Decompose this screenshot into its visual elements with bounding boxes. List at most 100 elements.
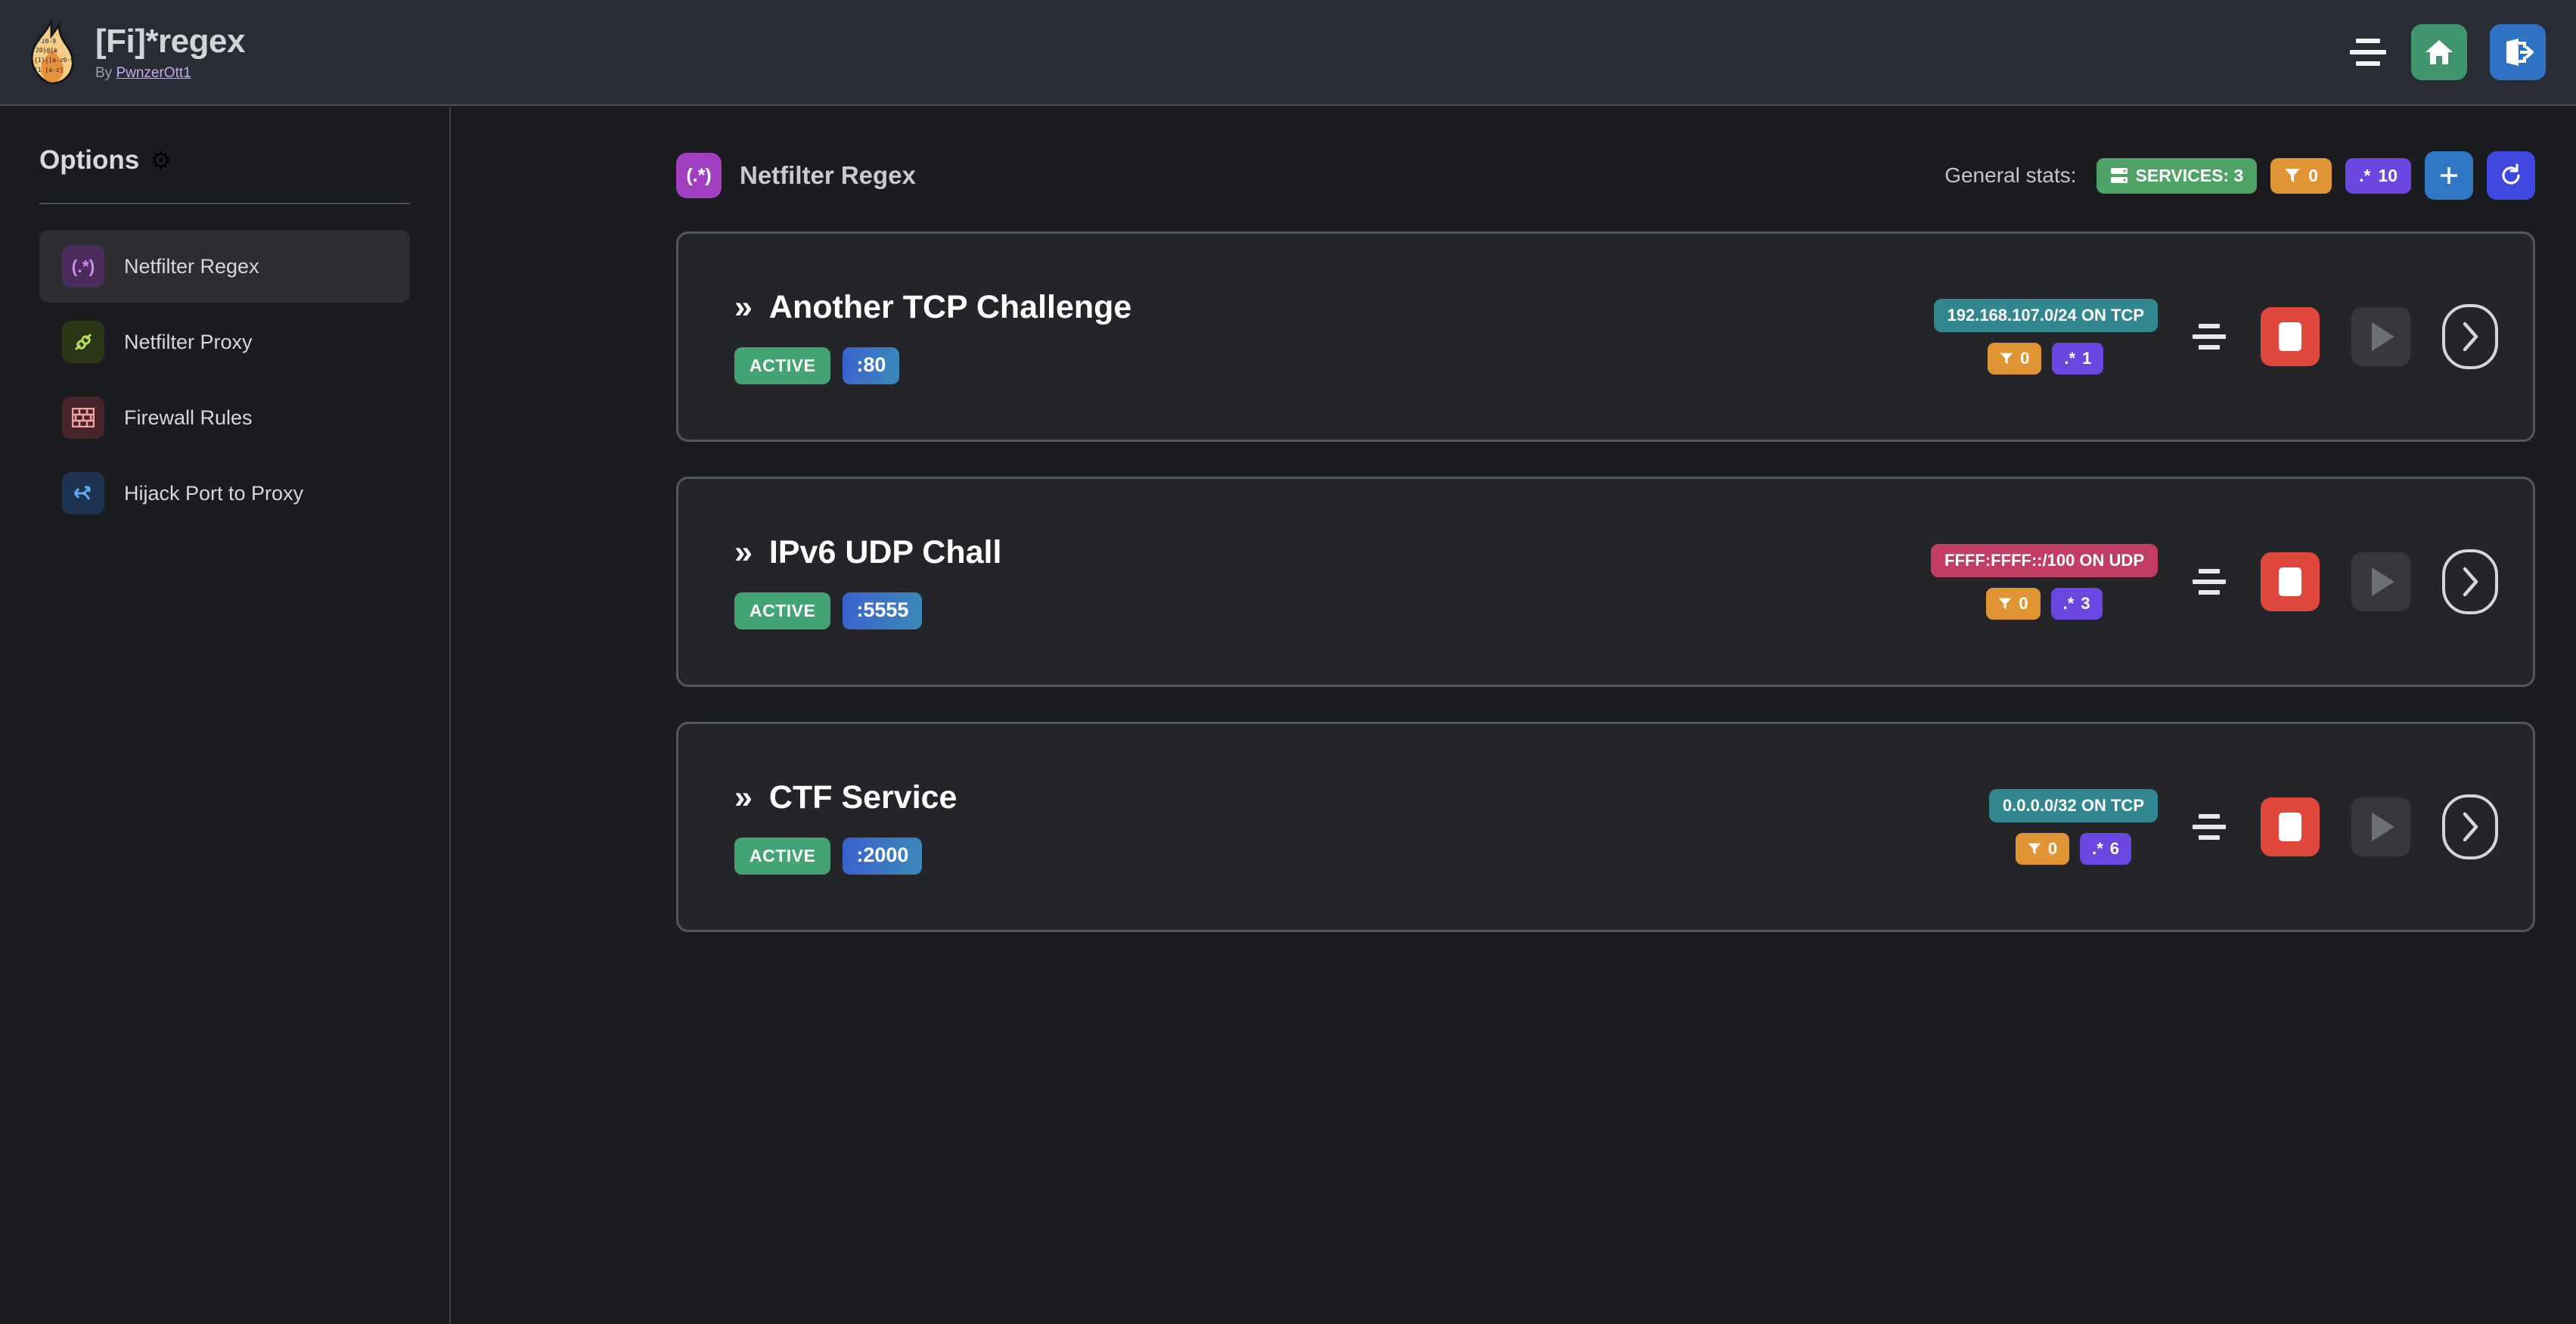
service-title-row: » Another TCP Challenge xyxy=(734,289,1131,326)
svg-text:{1 [a-z]: {1 [a-z] xyxy=(34,67,64,73)
address-badge: FFFF:FFFF::/100 ON UDP xyxy=(1931,544,2158,577)
home-icon xyxy=(2425,40,2453,64)
regex-count: 3 xyxy=(2081,594,2090,613)
regex-count-icon: .* xyxy=(2064,349,2076,368)
fork-arrow-icon xyxy=(62,472,104,514)
general-stats: General stats: SERVICES: 3 0 .* 10 xyxy=(1944,151,2535,200)
sidebar-header: Options ⚙ xyxy=(39,107,410,176)
svg-text:20}@[a: 20}@[a xyxy=(36,47,57,54)
regex-badge: .* 6 xyxy=(2080,833,2132,865)
drag-line-2 xyxy=(2193,334,2226,339)
start-button[interactable] xyxy=(2351,307,2410,366)
drag-handle-icon[interactable] xyxy=(2190,317,2229,356)
header-actions xyxy=(2348,24,2576,80)
sidebar-divider xyxy=(39,203,410,204)
service-title: IPv6 UDP Chall xyxy=(768,534,1002,570)
service-actions: 192.168.107.0/24 ON TCP 0 .* 1 xyxy=(1933,299,2498,375)
service-title: Another TCP Challenge xyxy=(768,289,1132,325)
by-prefix: By xyxy=(95,65,116,81)
start-button[interactable] xyxy=(2351,797,2410,856)
sidebar-item-firewall-rules[interactable]: Firewall Rules xyxy=(39,381,410,454)
status-badge: ACTIVE xyxy=(734,347,831,384)
svg-text:-z0-9: -z0-9 xyxy=(38,38,56,45)
drag-handle-icon[interactable] xyxy=(2190,562,2229,601)
regex-count-icon: .* xyxy=(2092,839,2103,858)
home-button[interactable] xyxy=(2411,24,2467,80)
refresh-icon xyxy=(2502,163,2520,185)
filters-count: 0 xyxy=(2020,349,2030,368)
play-icon xyxy=(2372,322,2394,351)
service-status-row: ACTIVE :80 xyxy=(734,347,1131,384)
flame-regex-logo: -z0-9 20}@[a {1}|[a-z0-9] {1 [a-z] xyxy=(26,19,78,85)
menu-lines-icon[interactable] xyxy=(2348,32,2388,73)
double-chevron-icon: » xyxy=(734,289,753,325)
drag-line-3 xyxy=(2199,835,2220,840)
service-info: » Another TCP Challenge ACTIVE :80 xyxy=(734,289,1131,384)
service-card[interactable]: » IPv6 UDP Chall ACTIVE :5555 FFFF:FFFF:… xyxy=(676,477,2535,687)
service-card[interactable]: » Another TCP Challenge ACTIVE :80 192.1… xyxy=(676,232,2535,442)
stop-button[interactable] xyxy=(2261,797,2320,856)
address-badge: 0.0.0.0/32 ON TCP xyxy=(1988,789,2158,822)
sidebar-item-hijack-port-to-proxy[interactable]: Hijack Port to Proxy xyxy=(39,457,410,530)
service-meta: 0.0.0.0/32 ON TCP 0 .* 6 xyxy=(1988,789,2158,865)
sidebar-item-label: Netfilter Proxy xyxy=(124,330,253,353)
services-badge: SERVICES: 3 xyxy=(2096,157,2258,194)
regex-badge: .* 3 xyxy=(2050,588,2103,620)
general-stats-label: General stats: xyxy=(1944,163,2077,187)
drag-handle-icon[interactable] xyxy=(2190,807,2229,847)
play-icon xyxy=(2372,567,2394,596)
filters-badge: 0 xyxy=(2270,157,2332,194)
filter-icon xyxy=(1999,598,2012,610)
sidebar-item-netfilter-proxy[interactable]: Netfilter Proxy xyxy=(39,306,410,378)
address-badge: 192.168.107.0/24 ON TCP xyxy=(1933,299,2158,332)
service-counters: 0 .* 1 xyxy=(1988,343,2104,375)
service-status-row: ACTIVE :5555 xyxy=(734,592,1001,629)
brick-wall-icon xyxy=(62,396,104,439)
drag-line-1 xyxy=(2199,324,2220,328)
service-info: » CTF Service ACTIVE :2000 xyxy=(734,779,957,875)
service-card[interactable]: » CTF Service ACTIVE :2000 0.0.0.0/32 ON… xyxy=(676,722,2535,932)
plug-icon xyxy=(62,321,104,363)
port-badge: :2000 xyxy=(843,838,923,875)
port-badge: :5555 xyxy=(843,592,923,629)
port-badge: :80 xyxy=(843,347,900,384)
open-service-button[interactable] xyxy=(2442,794,2498,859)
stop-icon xyxy=(2279,813,2301,841)
sidebar-item-netfilter-regex[interactable]: (.*) Netfilter Regex xyxy=(39,230,410,303)
regex-count: 1 xyxy=(2082,349,2092,368)
filters-count: 0 xyxy=(2019,594,2028,613)
open-service-button[interactable] xyxy=(2442,549,2498,614)
menu-line-2 xyxy=(2350,50,2386,54)
drag-line-2 xyxy=(2193,825,2226,829)
filters-badge: 0 xyxy=(2015,833,2070,865)
open-service-button[interactable] xyxy=(2442,304,2498,369)
stop-button[interactable] xyxy=(2261,307,2320,366)
logout-button[interactable] xyxy=(2490,24,2546,80)
gear-icon: ⚙ xyxy=(150,147,172,174)
filters-count: 0 xyxy=(2047,839,2058,858)
stop-button[interactable] xyxy=(2261,552,2320,611)
chevron-right-icon xyxy=(2463,322,2478,352)
author-link[interactable]: PwnzerOtt1 xyxy=(116,65,191,81)
start-button[interactable] xyxy=(2351,552,2410,611)
regex-badge: .* 1 xyxy=(2052,343,2104,375)
plus-icon xyxy=(2441,167,2457,184)
service-counters: 0 .* 3 xyxy=(1986,588,2103,620)
service-actions: 0.0.0.0/32 ON TCP 0 .* 6 xyxy=(1988,789,2498,865)
sidebar-title: Options xyxy=(39,145,140,175)
service-actions: FFFF:FFFF::/100 ON UDP 0 .* 3 xyxy=(1931,544,2498,620)
service-counters: 0 .* 6 xyxy=(2015,833,2132,865)
refresh-button[interactable] xyxy=(2487,151,2535,200)
filter-icon xyxy=(2028,843,2041,855)
menu-line-1 xyxy=(2356,39,2380,43)
service-info: » IPv6 UDP Chall ACTIVE :5555 xyxy=(734,534,1001,629)
add-service-button[interactable] xyxy=(2425,151,2473,200)
service-title: CTF Service xyxy=(768,779,957,816)
service-title-row: » CTF Service xyxy=(734,779,957,816)
page-header: (.*) Netfilter Regex General stats: SERV… xyxy=(452,107,2576,200)
filter-icon xyxy=(2000,353,2013,365)
regex-count-icon: .* xyxy=(2062,594,2075,613)
service-status-row: ACTIVE :2000 xyxy=(734,838,957,875)
service-list: » Another TCP Challenge ACTIVE :80 192.1… xyxy=(452,200,2576,932)
stop-icon xyxy=(2279,567,2301,596)
